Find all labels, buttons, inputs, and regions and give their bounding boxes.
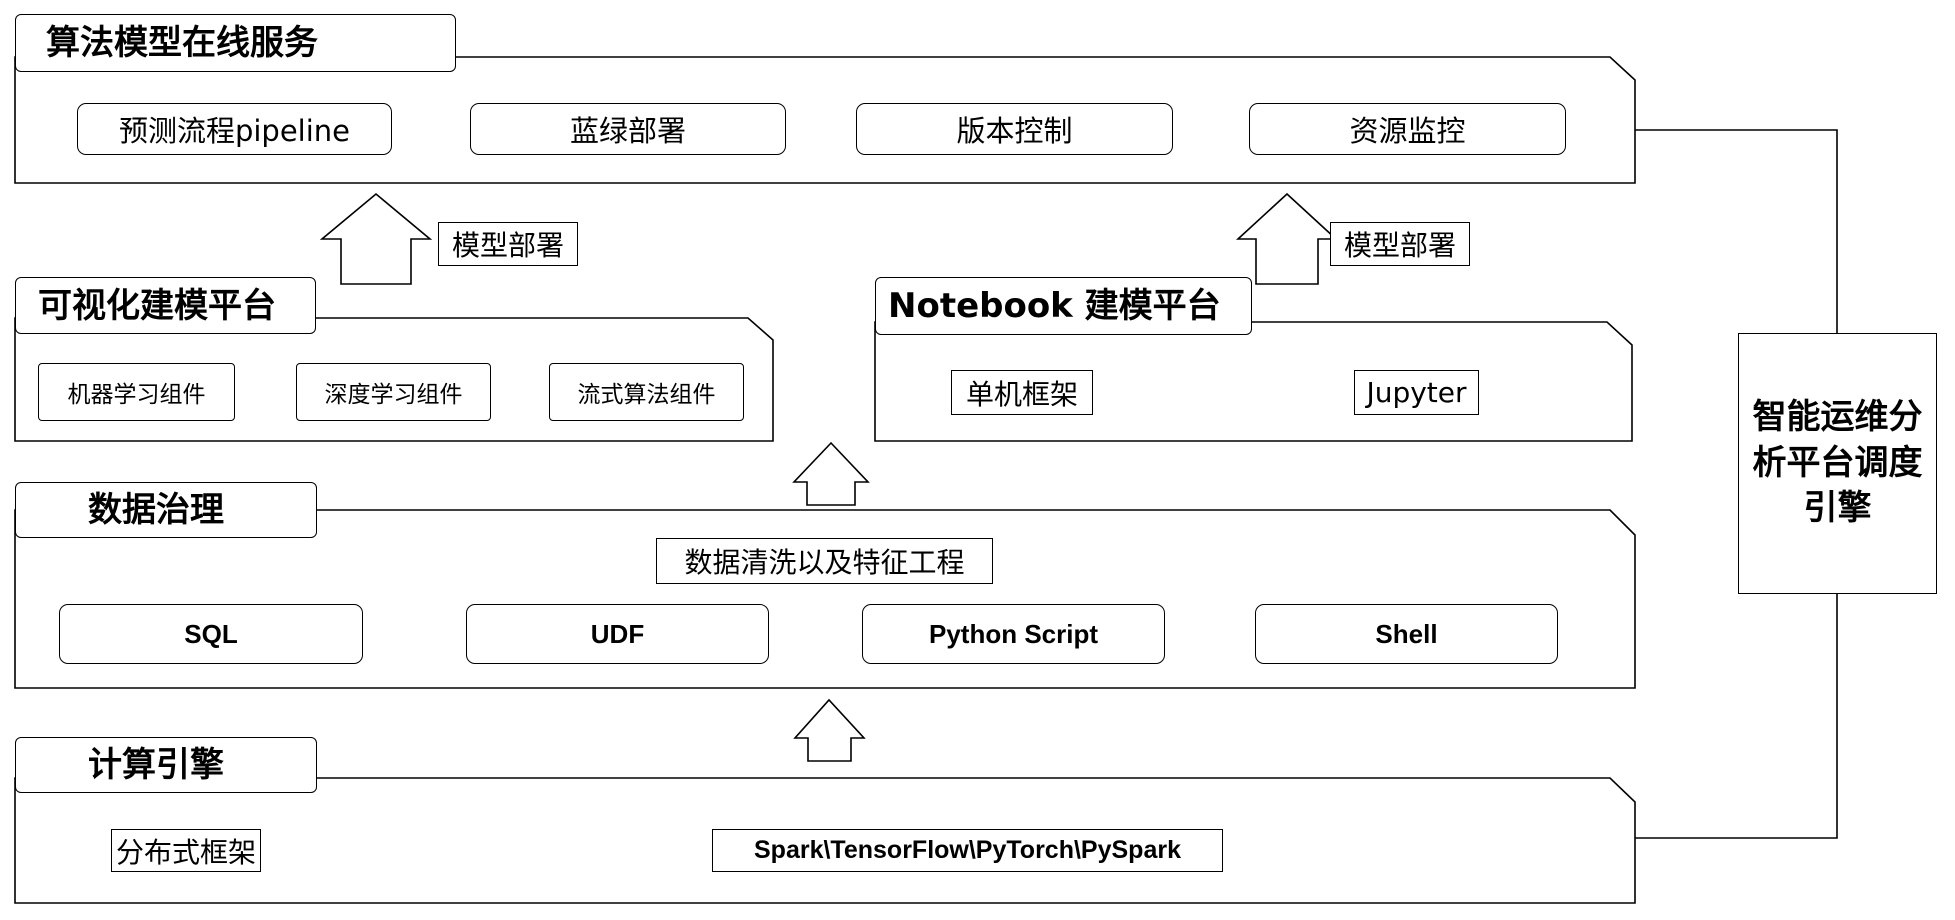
compute-engine-title: 计算引擎	[15, 737, 317, 793]
up-arrow-middle-upper	[792, 441, 870, 506]
online-service-title: 算法模型在线服务	[15, 14, 456, 72]
deploy-label-left: 模型部署	[438, 222, 578, 266]
notebook-modeling-title: Notebook 建模平台	[875, 277, 1252, 335]
data-tool-udf: UDF	[466, 604, 769, 664]
notebook-item-jupyter: Jupyter	[1354, 370, 1479, 415]
data-tool-python-script: Python Script	[862, 604, 1165, 664]
component-streaming-algorithm: 流式算法组件	[549, 363, 744, 421]
scheduler-connector	[1635, 129, 1838, 333]
notebook-item-standalone: 单机框架	[951, 370, 1093, 415]
scheduler-connector-bottom	[1635, 594, 1838, 839]
data-governance-subtitle: 数据清洗以及特征工程	[656, 538, 993, 584]
visual-modeling-title: 可视化建模平台	[15, 277, 316, 334]
data-governance-panel	[14, 509, 1636, 689]
compute-frameworks: Spark\TensorFlow\PyTorch\PySpark	[712, 829, 1223, 872]
component-deep-learning: 深度学习组件	[296, 363, 491, 421]
deploy-label-right: 模型部署	[1330, 222, 1470, 266]
scheduler-engine: 智能运维分析平台调度引擎	[1738, 333, 1937, 594]
up-arrow-middle-lower	[793, 698, 866, 762]
up-arrow-left-deploy	[319, 192, 433, 285]
data-tool-shell: Shell	[1255, 604, 1558, 664]
service-item-pipeline: 预测流程pipeline	[77, 103, 392, 155]
up-arrow-right-deploy	[1235, 192, 1339, 285]
component-machine-learning: 机器学习组件	[38, 363, 235, 421]
service-item-blue-green: 蓝绿部署	[470, 103, 786, 155]
service-item-resource-monitor: 资源监控	[1249, 103, 1566, 155]
compute-framework-label: 分布式框架	[111, 829, 261, 872]
data-governance-title: 数据治理	[15, 482, 317, 538]
online-service-panel	[14, 56, 1636, 184]
service-item-version-control: 版本控制	[856, 103, 1173, 155]
data-tool-sql: SQL	[59, 604, 363, 664]
